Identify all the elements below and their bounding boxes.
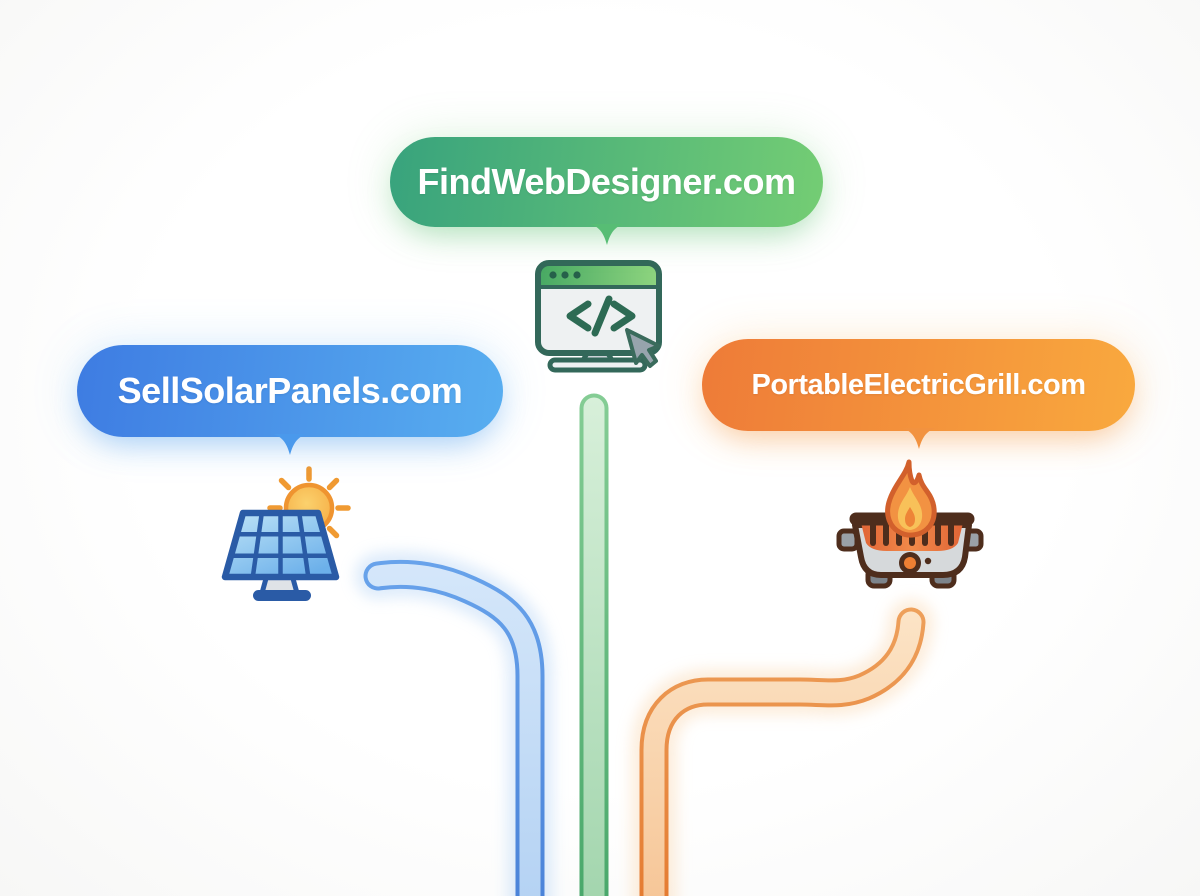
domain-bubble-findwebdesigner: FindWebDesigner.com	[390, 137, 823, 245]
domain-label: SellSolarPanels.com	[117, 370, 463, 411]
bubble-tail	[901, 428, 936, 449]
browser-titlebar	[538, 263, 659, 287]
pipe-orange	[631, 599, 934, 896]
solar-panel	[221, 509, 340, 581]
domain-bubble-portableelectricgrill: PortableElectricGrill.com	[702, 339, 1135, 449]
domain-label: FindWebDesigner.com	[417, 161, 796, 202]
panel-grid	[231, 512, 330, 578]
electric-grill-flame-icon	[836, 459, 984, 589]
domain-bubble-sellsolarpanels: SellSolarPanels.com	[77, 345, 503, 455]
grill-knob	[899, 552, 932, 574]
solar-panel-sun-icon	[221, 466, 351, 601]
flame-icon	[885, 459, 937, 538]
domain-label: PortableElectricGrill.com	[751, 368, 1086, 401]
web-designer-browser-icon	[535, 260, 662, 373]
titlebar-dots	[549, 271, 581, 279]
bubble-tail	[273, 434, 307, 455]
pipe-blue	[355, 551, 553, 896]
cursor-arrow-icon	[625, 328, 661, 368]
code-tags-icon	[566, 295, 636, 337]
bubble-tail	[589, 224, 624, 245]
